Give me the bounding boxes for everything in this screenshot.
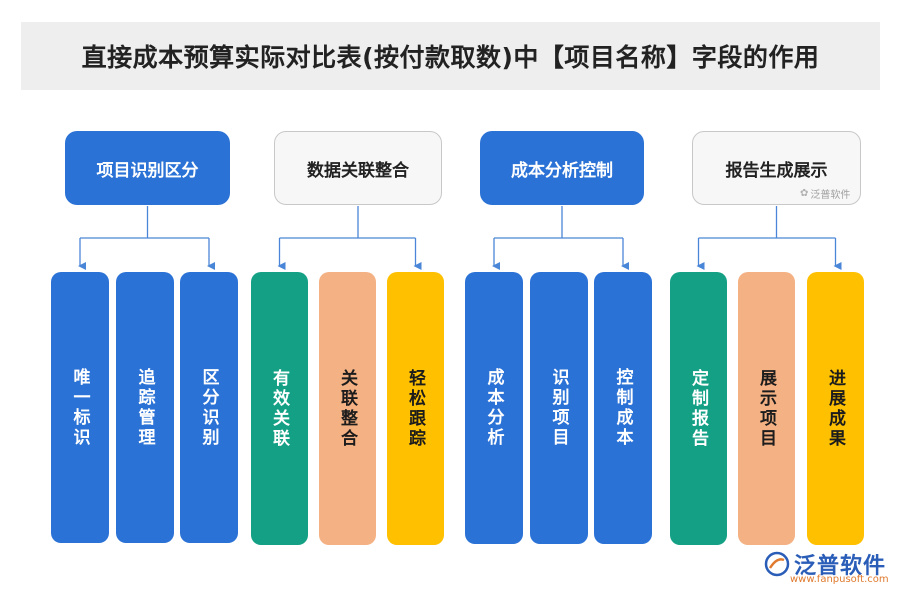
watermark-logo-icon: ✿ [800,188,809,199]
item-card-4-2: 展示项目 [738,272,795,545]
item-card-4-3: 进展成果 [807,272,864,545]
item-card-1-1: 唯一标识 [51,272,109,543]
item-card-3-1: 成本分析 [465,272,523,544]
brand-url: www.fanpusoft.com [790,574,889,585]
item-card-2-3: 轻松跟踪 [387,272,444,545]
watermark-small-text: 泛普软件 [810,190,851,201]
item-card-2-2: 关联整合 [319,272,376,545]
watermark-small: ✿ 泛普软件 [800,186,850,201]
item-card-3-2: 识别项目 [530,272,588,544]
brand-logo: 泛普软件 [764,548,886,580]
group-header-3: 成本分析控制 [480,131,644,205]
group-header-4: 报告生成展示 [692,131,861,205]
item-card-2-1: 有效关联 [251,272,308,545]
brand-logo-icon [764,551,790,577]
item-card-1-3: 区分识别 [180,272,238,543]
group-header-2: 数据关联整合 [274,131,442,205]
brand-name: 泛普软件 [794,554,887,579]
item-card-4-1: 定制报告 [670,272,727,545]
item-card-1-2: 追踪管理 [116,272,174,543]
item-card-3-3: 控制成本 [594,272,652,544]
diagram-title: 直接成本预算实际对比表(按付款取数)中【项目名称】字段的作用 [81,43,820,72]
title-bar: 直接成本预算实际对比表(按付款取数)中【项目名称】字段的作用 [21,22,880,90]
group-header-1: 项目识别区分 [65,131,230,205]
